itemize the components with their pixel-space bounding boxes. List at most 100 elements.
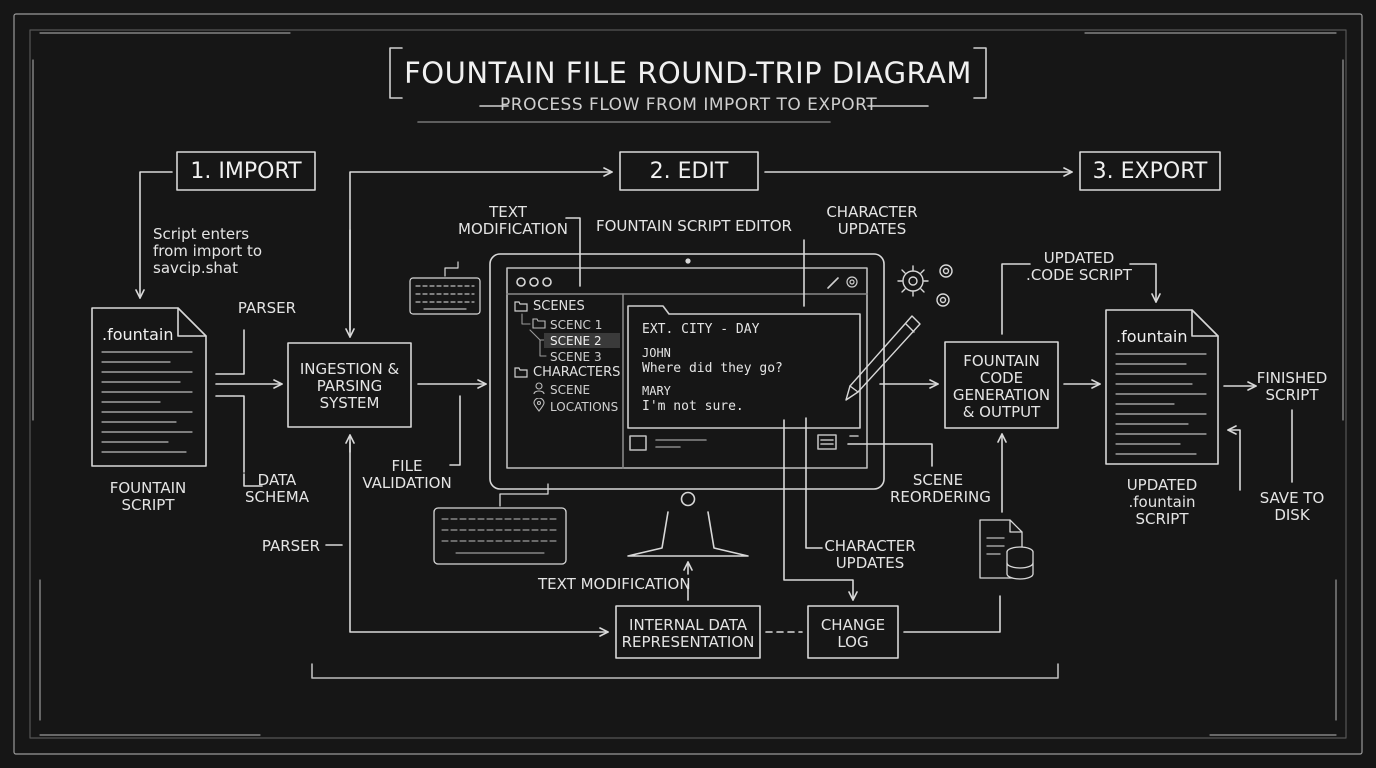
page-subtitle: PROCESS FLOW FROM IMPORT TO EXPORT [500, 95, 878, 115]
scene-folder-icon [532, 318, 546, 329]
generation-line-2: CODE [979, 369, 1024, 387]
stage-import-label: 1. IMPORT [190, 159, 302, 184]
scene-reorder-label-1: SCENE [912, 471, 964, 489]
updated-code-arrow [1129, 263, 1161, 303]
internal-line-2: REPRESENTATION [621, 633, 755, 651]
import-note-line-2: from import to [153, 242, 263, 260]
tree-scenes[interactable]: SCENES [533, 299, 585, 314]
right-doc-caption-2: .fountain [1128, 493, 1196, 511]
internal-line-1: INTERNAL DATA [629, 616, 747, 634]
char-updates-bottom-label-1: CHARACTER [824, 537, 916, 555]
change-log-box [807, 605, 899, 659]
stage-import-box [176, 151, 316, 191]
script-character-mary[interactable]: MARY [642, 384, 671, 398]
ingestion-line-1: INGESTION & [299, 360, 400, 378]
char-updates-top-label-2: UPDATES [837, 220, 907, 238]
save-loop-arrow [1227, 425, 1241, 491]
save-to-disk-label-2: DISK [1274, 506, 1310, 524]
parser-connector [215, 329, 245, 375]
ingestion-line-2: PARSING [316, 377, 383, 395]
ingestion-box [287, 342, 412, 428]
right-doc-caption-3: SCRIPT [1135, 510, 1189, 528]
scene-tree-lines [521, 313, 620, 357]
editor-checkbox [629, 435, 647, 451]
generation-line-3: GENERATION [952, 386, 1051, 404]
text-mod-top-label-1: TEXT [489, 203, 527, 221]
characters-folder-icon [514, 367, 528, 378]
left-fountain-doc [91, 307, 207, 467]
script-dialogue-john[interactable]: Where did they go? [642, 361, 783, 376]
editor-pen-mini-icon [827, 277, 839, 289]
change-log-line-1: CHANGE [820, 616, 886, 634]
folder-icon [514, 301, 528, 312]
char-updates-bottom-label-2: UPDATES [835, 554, 905, 572]
tree-locations[interactable]: LOCATIONS [550, 400, 619, 414]
scene-reorder-connector [847, 443, 933, 467]
internal-data-box [615, 605, 761, 659]
outer-frame [13, 13, 1363, 755]
location-pin-icon [533, 398, 545, 412]
generation-line-4: & OUTPUT [962, 403, 1041, 421]
script-character-john[interactable]: JOHN [642, 346, 671, 360]
script-scene-heading[interactable]: EXT. CITY - DAY [642, 322, 760, 337]
file-validation-label-1: FILE [391, 457, 423, 475]
finished-script-label-2: SCRIPT [1265, 386, 1319, 404]
import-note-line-1: Script enters [153, 225, 250, 243]
schema-tick [243, 473, 263, 487]
gear-icon [897, 264, 953, 307]
right-doc-caption-1: UPDATED [1126, 476, 1198, 494]
data-schema-label-2: SCHEMA [245, 488, 309, 506]
save-to-disk-label-1: SAVE TO [1259, 489, 1325, 507]
left-doc-caption-1: FOUNTAIN [109, 479, 187, 497]
tree-scene-2[interactable]: SCENE 2 [550, 334, 602, 348]
parser-top-label: PARSER [237, 299, 297, 317]
updated-code-label-2: .CODE SCRIPT [1026, 266, 1132, 284]
monitor [489, 253, 885, 557]
tree-scene[interactable]: SCENE [550, 383, 591, 397]
database-icon [979, 519, 1034, 580]
import-note-line-3: savcip.shat [153, 259, 238, 277]
editor-doc-icon [817, 434, 837, 450]
script-panel [627, 305, 861, 429]
editor-gear-mini-icon [846, 276, 858, 288]
person-icon [533, 382, 545, 395]
ingestion-line-3: SYSTEM [319, 394, 380, 412]
editor-to-changelog-arrow [783, 419, 858, 601]
script-dialogue-mary[interactable]: I'm not sure. [642, 399, 744, 414]
title-bracket [389, 47, 987, 123]
schema-connector [215, 395, 245, 473]
generation-up-line [1001, 263, 1031, 335]
file-validation-label-2: VALIDATION [362, 474, 452, 492]
page-title: FOUNTAIN FILE ROUND-TRIP DIAGRAM [404, 56, 972, 90]
stage-edit-box [619, 151, 759, 191]
stage-edit-label: 2. EDIT [649, 159, 729, 184]
import-arrow [135, 171, 173, 299]
char-updates-bottom-connector [805, 417, 823, 549]
scene-reorder-label-2: REORDERING [890, 488, 991, 506]
text-mod-connector [565, 217, 581, 287]
stage-export-label: 3. EXPORT [1092, 159, 1208, 184]
data-schema-label-1: DATA [257, 471, 297, 489]
small-keyboard-icon [409, 261, 481, 315]
generation-line-1: FOUNTAIN [963, 352, 1040, 370]
stage-export-box [1079, 151, 1221, 191]
text-mod-bottom-label: TEXT MODIFICATION [538, 575, 691, 593]
finished-script-label-1: FINISHED [1256, 369, 1328, 387]
validation-connector [449, 395, 461, 466]
tree-scene-1[interactable]: SCENC 1 [550, 318, 603, 332]
text-mod-top-label-2: MODIFICATION [458, 220, 568, 238]
loop-to-internal-arrow [349, 441, 609, 637]
bottom-bracket [311, 663, 1059, 679]
updated-code-label-1: UPDATED [1043, 249, 1115, 267]
generation-box [944, 341, 1059, 429]
tree-characters[interactable]: CHARACTERS [533, 365, 621, 380]
left-doc-extension: .fountain [102, 325, 174, 344]
tree-scene-3[interactable]: SCENE 3 [550, 350, 602, 364]
right-fountain-doc [1105, 309, 1219, 465]
parser-bottom-label: PARSER [261, 537, 321, 555]
char-updates-top-label-1: CHARACTER [826, 203, 918, 221]
changelog-to-db-line [903, 595, 1001, 633]
change-log-line-2: LOG [837, 633, 869, 651]
